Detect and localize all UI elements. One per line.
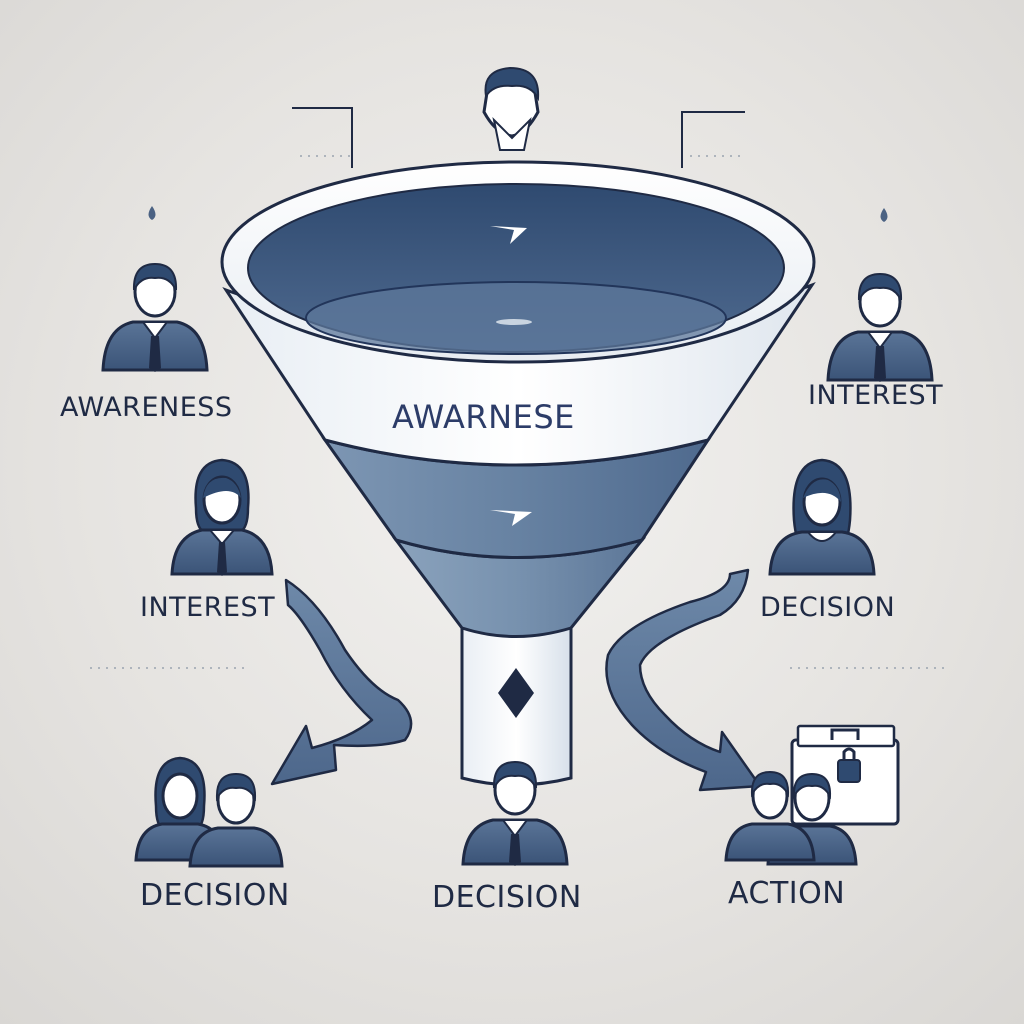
arrowhead-mid-icon xyxy=(490,510,532,526)
arrow-right-icon xyxy=(605,568,762,792)
man-bottom-center-icon xyxy=(461,760,569,866)
arrowhead-top-icon xyxy=(490,226,527,244)
label-decision-right: DECISION xyxy=(760,592,896,623)
man-left-icon xyxy=(101,262,209,372)
label-interest-left: INTEREST xyxy=(140,592,276,623)
person-top-icon xyxy=(482,66,540,151)
funnel xyxy=(220,160,816,787)
funnel-band-label: AWARNESE xyxy=(392,398,575,436)
bracket-left xyxy=(292,107,353,168)
label-awareness-left: AWARENESS xyxy=(60,392,233,423)
bracket-right xyxy=(681,111,745,168)
label-decision-bottom-center: DECISION xyxy=(432,880,582,915)
couple-right-icon xyxy=(724,770,858,866)
label-interest-right: INTEREST xyxy=(808,380,944,411)
dotted-guides xyxy=(90,155,950,669)
label-decision-bottom-left: DECISION xyxy=(140,878,290,913)
man-right-icon xyxy=(826,272,934,382)
drop-left-icon xyxy=(148,206,156,220)
label-action-bottom-right: ACTION xyxy=(728,876,846,911)
arrow-left-icon xyxy=(270,578,413,786)
woman-right-icon xyxy=(768,458,876,576)
couple-left-icon xyxy=(134,756,284,868)
woman-left-icon xyxy=(170,458,274,576)
diamond-icon xyxy=(498,668,534,718)
drop-right-icon xyxy=(880,208,888,222)
